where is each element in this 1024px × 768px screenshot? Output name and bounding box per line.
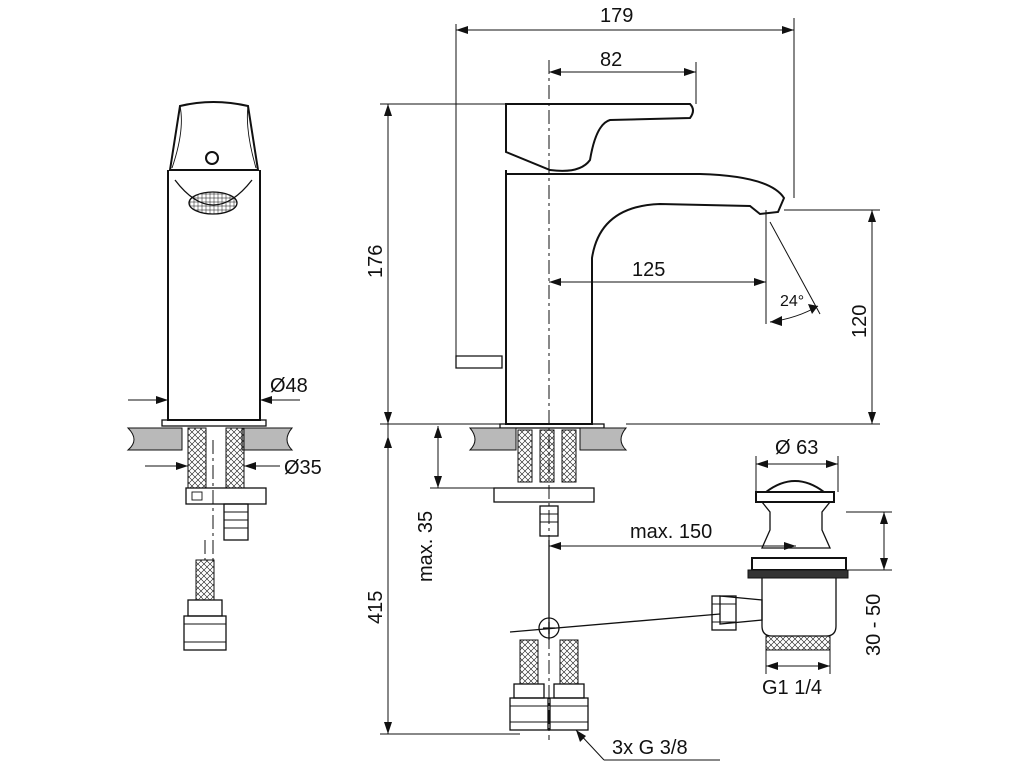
lever-dot <box>205 151 219 165</box>
waste-fitting <box>711 480 849 651</box>
fixing-bracket-profile <box>493 487 595 503</box>
popup-rod <box>455 355 503 369</box>
dim-spout-reach: 125 <box>632 259 665 281</box>
tap-body-profile <box>505 170 786 425</box>
dim-waste-thread: G1 1/4 <box>762 677 822 699</box>
dim-connection-threads: 3x G 3/8 <box>612 737 688 759</box>
link-pivot <box>538 617 560 639</box>
dim-shank-diameter: Ø35 <box>284 457 322 479</box>
dim-max-deck: max. 35 <box>415 511 437 582</box>
dim-waste-diameter: Ø 63 <box>775 437 818 459</box>
dim-base-diameter: Ø48 <box>270 375 308 397</box>
dim-max-offset: max. 150 <box>630 521 712 543</box>
dim-below-deck: 415 <box>365 591 387 624</box>
front-view: Ø48 Ø35 <box>126 101 322 651</box>
dim-spout-height: 120 <box>849 305 871 338</box>
dim-waste-range: 30 - 50 <box>863 594 885 656</box>
dim-overall-width: 179 <box>600 5 633 27</box>
fixing-bracket-front <box>185 487 267 505</box>
dim-total-height: 176 <box>365 245 387 278</box>
profile-view: 179 82 125 176 120 24° <box>365 5 892 761</box>
lever-head <box>168 101 260 171</box>
deck-left <box>126 427 183 451</box>
dim-lever-reach: 82 <box>600 49 622 71</box>
dim-spray-angle: 24° <box>780 293 804 310</box>
aerator <box>188 191 238 215</box>
deck-right <box>468 427 517 451</box>
lever-profile <box>505 103 694 172</box>
